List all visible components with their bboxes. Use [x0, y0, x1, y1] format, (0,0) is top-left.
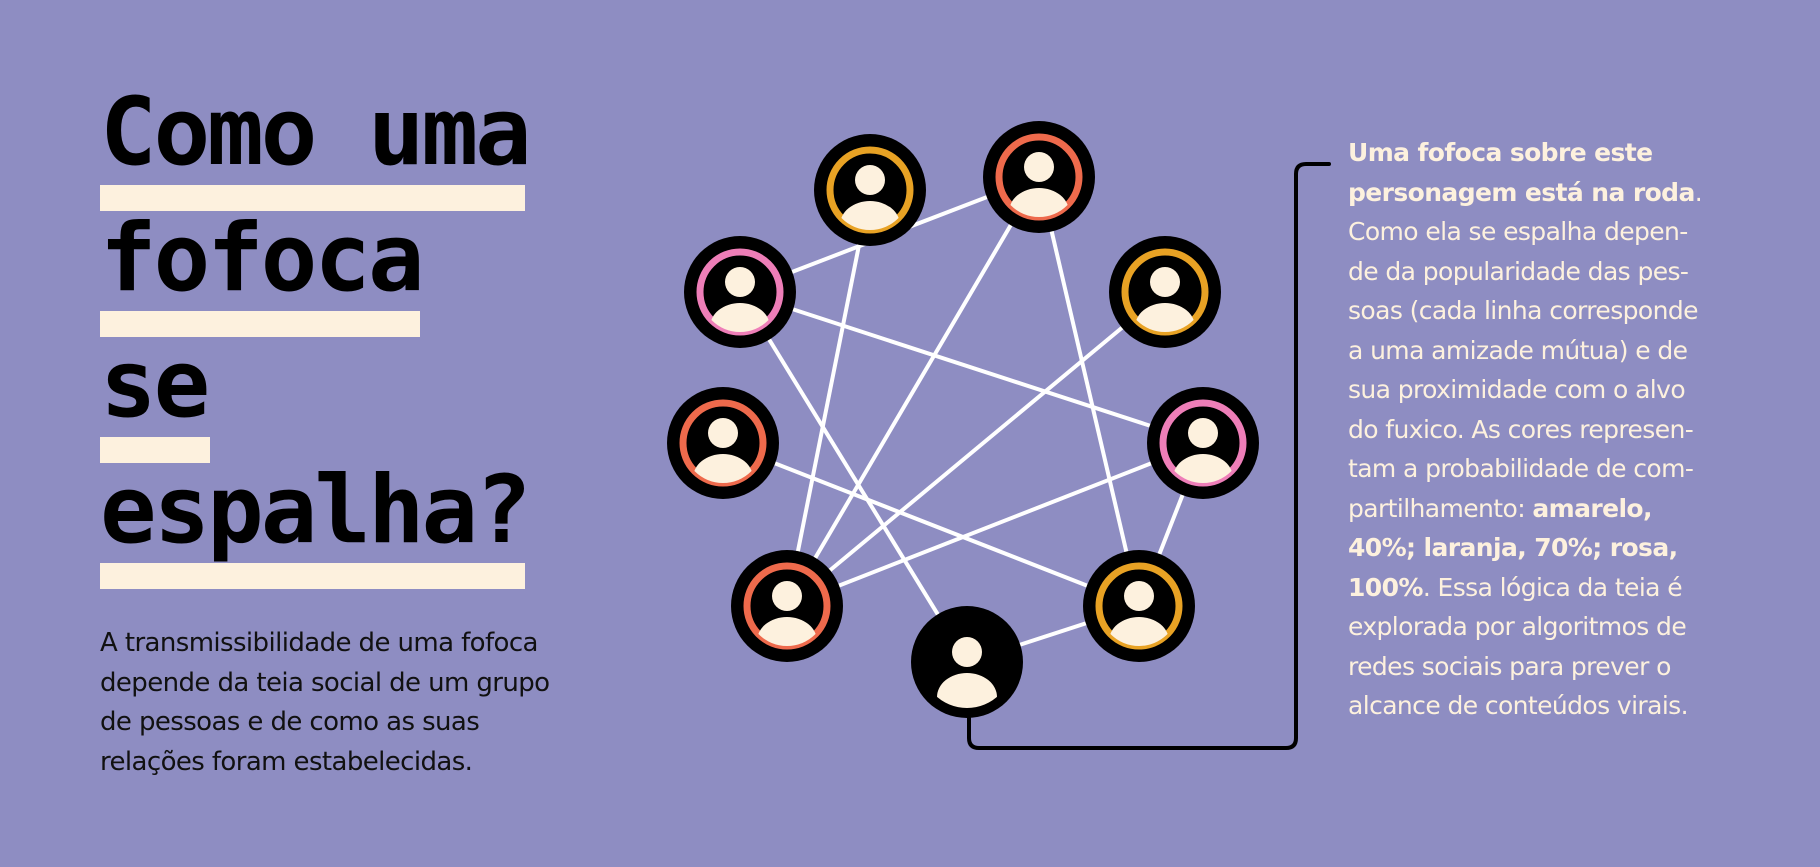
person-node-orange: [731, 550, 843, 662]
annotation-line: soas (cada linha corresponde: [1348, 296, 1698, 325]
person-icon: [1135, 267, 1195, 332]
person-node-orange: [983, 121, 1095, 233]
person-icon: [840, 165, 900, 230]
title-line-2: fofoca: [100, 204, 560, 337]
annotation-text-span: partilhamento:: [1348, 493, 1533, 523]
description-line: relações foram estabelecidas.: [100, 746, 473, 777]
person-icon: [937, 637, 997, 708]
intro-description: A transmissibilidade de uma fofoca depen…: [100, 624, 560, 782]
person-node-yellow: [814, 134, 926, 246]
description-line: A transmissibilidade de uma fofoca: [100, 628, 538, 658]
annotation-line: sua proximidade com o alvo: [1348, 375, 1686, 404]
legend-yellow-label: amarelo,: [1532, 493, 1652, 523]
person-nodes: [667, 121, 1259, 718]
legend-pink-value: 100%: [1348, 572, 1423, 602]
annotation-bold-lead: Uma fofoca sobre este: [1348, 138, 1653, 167]
title-line-3: se: [100, 330, 560, 463]
friendship-edge: [785, 189, 872, 607]
description-line: depende da teia social de um grupo: [100, 667, 550, 698]
person-icon: [693, 418, 753, 483]
friendship-edge: [786, 441, 1204, 608]
friendship-edge: [738, 290, 969, 664]
friendship-edge: [785, 175, 1041, 608]
annotation-line: tam a probabilidade de com-: [1348, 454, 1694, 483]
friendship-edge: [722, 441, 1140, 608]
annotation-line: redes sociais para prever o: [1348, 651, 1671, 681]
title-text: Como uma: [100, 78, 532, 187]
person-icon: [1109, 581, 1169, 646]
description-line: de pessoas e de como as suas: [100, 707, 480, 737]
person-node-pink: [684, 236, 796, 348]
annotation-line: do fuxico. As cores represen-: [1348, 414, 1694, 444]
title-underline-bar: [100, 563, 525, 589]
title-underline-bar: [100, 185, 525, 211]
title-text: espalha?: [100, 456, 532, 565]
title-line-4: espalha?: [100, 456, 560, 589]
annotation-connector-line: [967, 162, 1331, 750]
annotation-line: a uma amizade mútua) e de: [1348, 335, 1688, 365]
person-icon: [1009, 152, 1069, 217]
friendship-edge: [1037, 176, 1141, 607]
friendship-edge: [785, 290, 1167, 608]
annotation-bold-lead: personagem está na roda: [1348, 177, 1695, 207]
title-underline-bar: [100, 437, 210, 463]
annotation-text: Uma fofoca sobre este personagem está na…: [1348, 133, 1768, 726]
title-text: se: [100, 330, 210, 439]
person-node-yellow: [1083, 550, 1195, 662]
person-icon: [1173, 418, 1233, 483]
gossip-target-node: [911, 606, 1023, 718]
title-line-1: Como uma: [100, 78, 560, 211]
annotation-line: explorada por algoritmos de: [1348, 612, 1687, 641]
legend-orange-pink-label: 40%; laranja, 70%; rosa,: [1348, 533, 1678, 562]
title-block: Como uma fofoca se espalha?: [100, 78, 560, 589]
friendship-edge: [739, 290, 1204, 445]
person-icon: [757, 581, 817, 646]
person-icon: [710, 267, 770, 332]
friendship-edges: [722, 175, 1205, 664]
annotation-line: Como ela se espalha depen-: [1348, 217, 1688, 246]
annotation-text-span: . Essa lógica da teia é: [1422, 572, 1683, 602]
title-underline-bar: [100, 311, 420, 337]
person-node-orange: [667, 387, 779, 499]
annotation-line: alcance de conteúdos virais.: [1348, 691, 1689, 720]
annotation-line: de da popularidade das pes-: [1348, 256, 1689, 286]
annotation-text-span: .: [1694, 177, 1703, 207]
person-node-yellow: [1109, 236, 1221, 348]
person-node-pink: [1147, 387, 1259, 499]
title-text: fofoca: [100, 204, 425, 313]
